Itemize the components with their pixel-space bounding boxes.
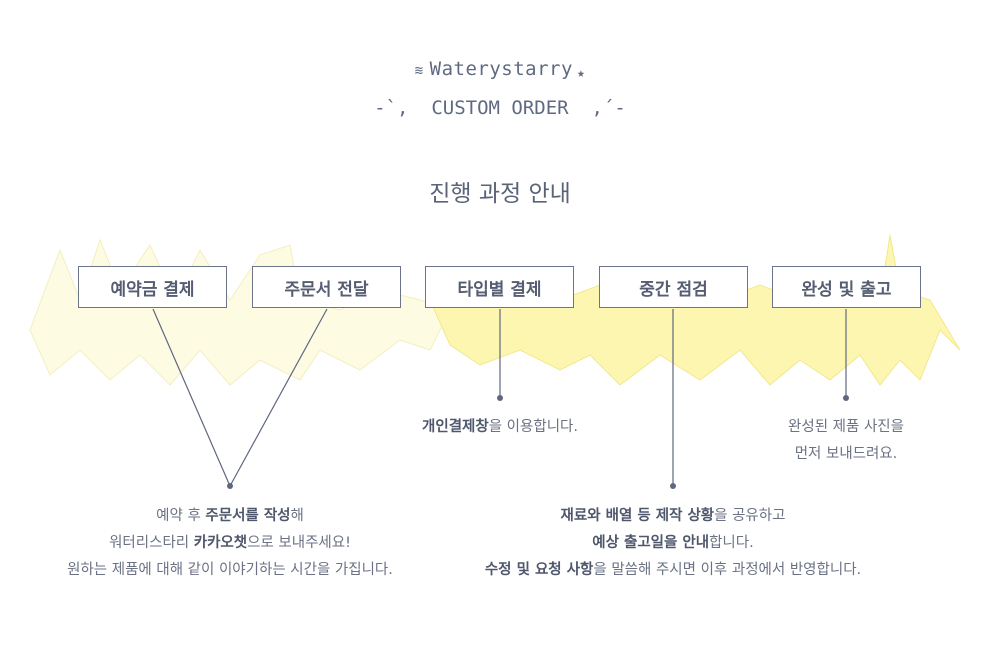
note-line: 수정 및 요청 사항을 말씀해 주시면 이후 과정에서 반영합니다. — [460, 557, 886, 584]
note-step12: 예약 후 주문서를 작성해 워터리스타리 카카오챗으로 보내주세요! 원하는 제… — [40, 503, 420, 584]
connector-step2 — [229, 308, 328, 487]
note-text: 합니다. — [709, 535, 754, 551]
page-heading: 진행 과정 안내 — [429, 181, 571, 207]
note-line: 원하는 제품에 대해 같이 이야기하는 시간을 가집니다. — [40, 557, 420, 584]
note-emphasis: 주문서를 작성 — [205, 508, 291, 524]
scribble-icon: ≋ — [414, 63, 424, 79]
step-label: 주문서 전달 — [284, 279, 369, 300]
note-text: 을 공유하고 — [714, 508, 786, 524]
step-label: 타입별 결제 — [457, 279, 542, 300]
note-line: 예상 출고일을 안내합니다. — [460, 530, 886, 557]
subtitle: -`, CUSTOM ORDER ,´- — [374, 97, 626, 119]
note-text: 을 이용합니다. — [488, 419, 578, 435]
note-text: 워터리스타리 — [109, 535, 194, 551]
note-step3: 개인결제창을 이용합니다. — [380, 414, 620, 441]
note-text: 으로 보내주세요! — [247, 535, 351, 551]
yellow-splash-shapes — [29, 234, 961, 386]
dot-step3 — [497, 395, 503, 401]
connector-lines — [152, 308, 847, 487]
step-box-4: 중간 점검 — [599, 266, 748, 308]
note-text: 원하는 제품에 대해 같이 이야기하는 시간을 가집니다. — [67, 562, 393, 578]
note-line: 예약 후 주문서를 작성해 — [40, 503, 420, 530]
dot-step5 — [843, 395, 849, 401]
note-line: 개인결제창을 이용합니다. — [380, 414, 620, 441]
step-label: 중간 점검 — [639, 279, 708, 300]
dot-step4 — [670, 483, 676, 489]
note-emphasis: 개인결제창 — [422, 419, 489, 435]
note-step4: 재료와 배열 등 제작 상황을 공유하고 예상 출고일을 안내합니다. 수정 및… — [460, 503, 886, 584]
note-text: 완성된 제품 사진을 — [788, 419, 904, 435]
step-box-3: 타입별 결제 — [425, 266, 574, 308]
note-line: 재료와 배열 등 제작 상황을 공유하고 — [460, 503, 886, 530]
step-box-1: 예약금 결제 — [78, 266, 227, 308]
note-text: 해 — [290, 508, 304, 524]
note-line: 워터리스타리 카카오챗으로 보내주세요! — [40, 530, 420, 557]
connector-step1 — [152, 308, 231, 487]
note-emphasis: 카카오챗 — [193, 535, 248, 551]
brand-name: Waterystarry — [429, 58, 573, 80]
connector-dots — [227, 395, 849, 489]
step-label: 완성 및 출고 — [801, 279, 892, 300]
dot-step12 — [227, 483, 233, 489]
step-label: 예약금 결제 — [110, 279, 195, 300]
note-text: 을 말씀해 주시면 이후 과정에서 반영합니다. — [593, 562, 862, 578]
note-line: 완성된 제품 사진을 — [746, 414, 946, 441]
note-step5: 완성된 제품 사진을 먼저 보내드려요. — [746, 414, 946, 468]
note-text: 먼저 보내드려요. — [794, 446, 898, 462]
note-line: 먼저 보내드려요. — [746, 441, 946, 468]
note-text: 예약 후 — [156, 508, 206, 524]
note-emphasis: 수정 및 요청 사항 — [484, 562, 594, 578]
note-emphasis: 예상 출고일을 안내 — [592, 535, 710, 551]
star-icon: ★ — [576, 66, 586, 81]
brand-title: ≋ Waterystarry★ — [0, 58, 1000, 81]
step-box-2: 주문서 전달 — [252, 266, 401, 308]
note-emphasis: 재료와 배열 등 제작 상황 — [560, 508, 715, 524]
step-box-5: 완성 및 출고 — [772, 266, 921, 308]
